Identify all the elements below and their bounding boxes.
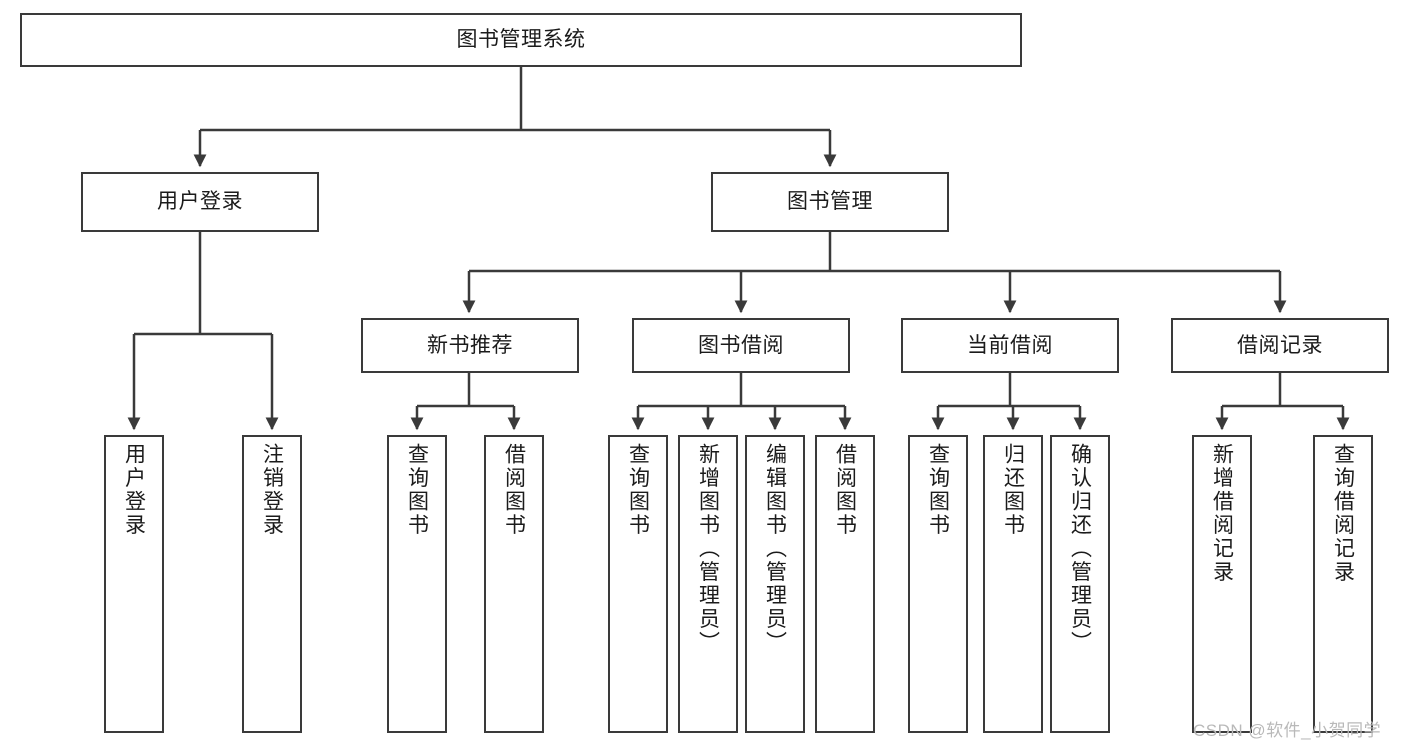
leaf-user-login[interactable]: 用户登录 bbox=[104, 435, 164, 733]
leaf-add-book-label: 新增图书（管理员） bbox=[696, 443, 720, 655]
leaf-edit-book-label: 编辑图书（管理员） bbox=[763, 443, 787, 655]
leaf-logout[interactable]: 注销登录 bbox=[242, 435, 302, 733]
leaf-confirm-return[interactable]: 确认归还（管理员） bbox=[1050, 435, 1110, 733]
node-book-borrow-label: 图书借阅 bbox=[698, 333, 784, 357]
leaf-user-login-label: 用户登录 bbox=[122, 443, 146, 537]
leaf-borrow-book-1-label: 借阅图书 bbox=[502, 443, 526, 537]
leaf-borrow-book-2[interactable]: 借阅图书 bbox=[815, 435, 875, 733]
node-user-login-label: 用户登录 bbox=[157, 190, 243, 214]
leaf-query-book-1[interactable]: 查询图书 bbox=[387, 435, 447, 733]
leaf-return-book-label: 归还图书 bbox=[1001, 443, 1025, 537]
node-borrow-record[interactable]: 借阅记录 bbox=[1171, 318, 1389, 373]
node-borrow-record-label: 借阅记录 bbox=[1237, 333, 1323, 357]
leaf-query-book-3[interactable]: 查询图书 bbox=[908, 435, 968, 733]
node-current-borrow-label: 当前借阅 bbox=[967, 333, 1053, 357]
leaf-borrow-book-2-label: 借阅图书 bbox=[833, 443, 857, 537]
leaf-query-book-2-label: 查询图书 bbox=[626, 443, 650, 537]
node-book-borrow[interactable]: 图书借阅 bbox=[632, 318, 850, 373]
node-user-login[interactable]: 用户登录 bbox=[81, 172, 319, 232]
node-book-manage[interactable]: 图书管理 bbox=[711, 172, 949, 232]
node-root[interactable]: 图书管理系统 bbox=[20, 13, 1022, 67]
leaf-borrow-book-1[interactable]: 借阅图书 bbox=[484, 435, 544, 733]
leaf-query-record-label: 查询借阅记录 bbox=[1331, 443, 1355, 584]
leaf-return-book[interactable]: 归还图书 bbox=[983, 435, 1043, 733]
leaf-add-record-label: 新增借阅记录 bbox=[1210, 443, 1234, 584]
node-current-borrow[interactable]: 当前借阅 bbox=[901, 318, 1119, 373]
leaf-query-book-1-label: 查询图书 bbox=[405, 443, 429, 537]
leaf-query-book-2[interactable]: 查询图书 bbox=[608, 435, 668, 733]
csdn-watermark: CSDN @软件_小贺同学 bbox=[1193, 721, 1382, 740]
node-new-book-recommend[interactable]: 新书推荐 bbox=[361, 318, 579, 373]
leaf-query-record[interactable]: 查询借阅记录 bbox=[1313, 435, 1373, 733]
node-book-manage-label: 图书管理 bbox=[787, 190, 873, 214]
leaf-add-record[interactable]: 新增借阅记录 bbox=[1192, 435, 1252, 733]
leaf-query-book-3-label: 查询图书 bbox=[926, 443, 950, 537]
node-new-book-recommend-label: 新书推荐 bbox=[427, 333, 513, 357]
leaf-add-book[interactable]: 新增图书（管理员） bbox=[678, 435, 738, 733]
leaf-edit-book[interactable]: 编辑图书（管理员） bbox=[745, 435, 805, 733]
leaf-confirm-return-label: 确认归还（管理员） bbox=[1068, 443, 1092, 655]
node-root-label: 图书管理系统 bbox=[456, 28, 586, 52]
leaf-logout-label: 注销登录 bbox=[260, 443, 284, 537]
